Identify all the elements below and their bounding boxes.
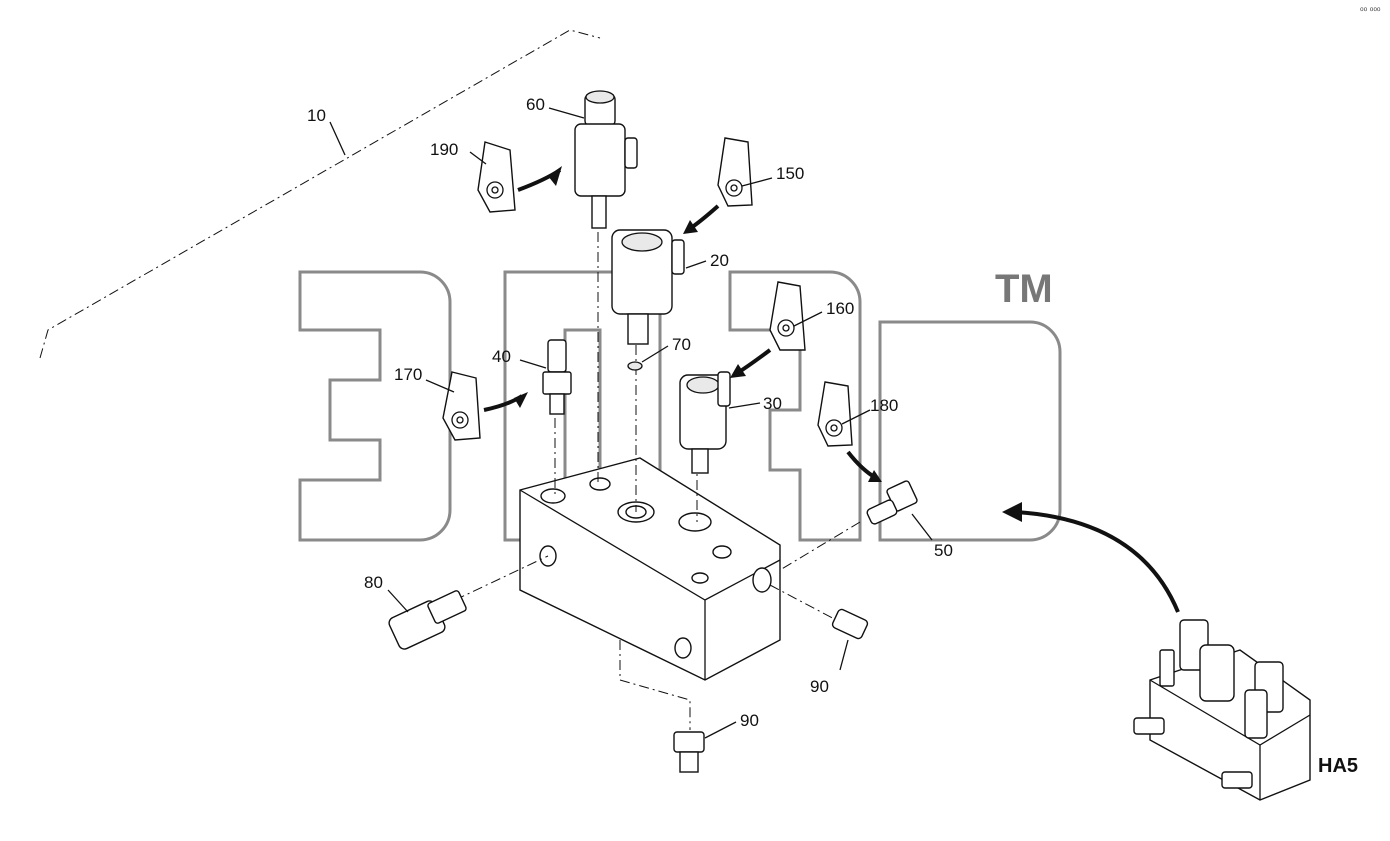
callout-90a: 90	[810, 677, 829, 696]
coil-connector-190-icon	[477, 141, 516, 213]
callout-50: 50	[934, 541, 953, 560]
assembly-ha5-icon	[1133, 619, 1311, 801]
seal-ring-70-icon	[627, 361, 643, 371]
callout-60: 60	[526, 95, 545, 114]
leader-180	[841, 409, 871, 425]
leader-160	[793, 311, 823, 327]
callout-10: 10	[307, 106, 326, 125]
coil-connector-150-icon	[717, 137, 753, 207]
boundary-line	[39, 29, 601, 359]
leader-90b	[704, 721, 737, 739]
leader-170	[425, 379, 455, 393]
leader-30	[728, 402, 761, 409]
fitting-80-icon	[388, 590, 467, 650]
arrowhead-180	[868, 470, 882, 482]
solenoid-60-icon	[574, 90, 638, 229]
callout-40: 40	[492, 347, 511, 366]
leader-40	[519, 359, 547, 369]
fitting-90a-icon	[831, 608, 869, 640]
callout-160: 160	[826, 299, 854, 318]
arrowhead-150	[683, 220, 698, 234]
solenoid-20-icon	[611, 229, 685, 345]
sensor-40-icon	[542, 339, 572, 415]
callout-180: 180	[870, 396, 898, 415]
solenoid-30-icon	[679, 371, 731, 474]
callout-70: 70	[672, 335, 691, 354]
callout-170: 170	[394, 365, 422, 384]
leader-150	[741, 177, 773, 187]
top-right-mark: ⁰⁰ ⁰⁰⁰	[1360, 6, 1381, 16]
fitting-90b-icon	[673, 731, 705, 773]
coil-connector-170-icon	[442, 371, 481, 441]
plug-50-icon	[866, 480, 918, 525]
arrowhead-190	[548, 166, 562, 186]
leader-60	[548, 107, 585, 119]
arrow-180	[846, 450, 878, 480]
callout-90b: 90	[740, 711, 759, 730]
valve-block-icon	[519, 457, 781, 681]
callout-20: 20	[710, 251, 729, 270]
leader-190	[469, 151, 487, 165]
coil-connector-180-icon	[817, 381, 853, 447]
leader-50	[911, 513, 933, 541]
callout-150: 150	[776, 164, 804, 183]
arrowhead-170	[514, 392, 528, 408]
arrowhead-ha5	[1002, 502, 1022, 522]
leader-70	[641, 345, 669, 363]
coil-connector-160-icon	[769, 281, 806, 351]
arrowhead-160	[730, 364, 746, 378]
assembly-label: HA5	[1318, 755, 1358, 777]
leader-90a	[839, 639, 849, 671]
arrow-ha5	[1015, 510, 1180, 613]
leader-20	[685, 260, 707, 269]
leader-10	[329, 121, 346, 156]
callout-80: 80	[364, 573, 383, 592]
assembly-lines	[454, 232, 861, 730]
callout-30: 30	[763, 394, 782, 413]
callout-190: 190	[430, 140, 458, 159]
watermark-tm: TM	[995, 267, 1053, 311]
leader-80	[387, 589, 409, 613]
